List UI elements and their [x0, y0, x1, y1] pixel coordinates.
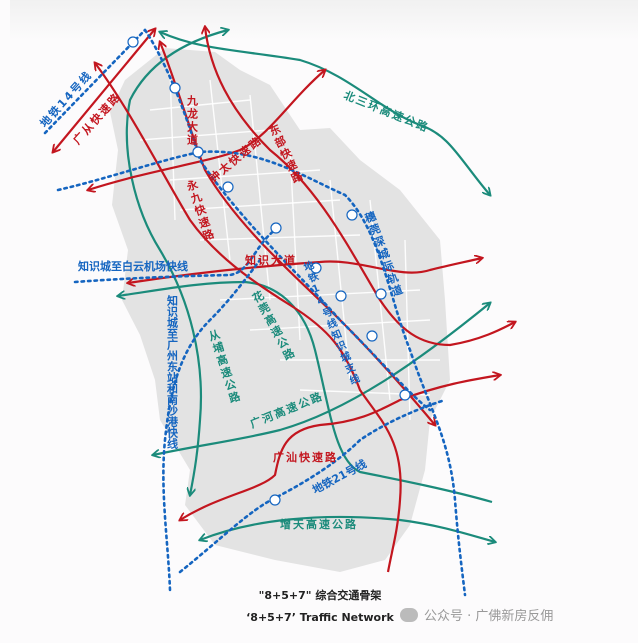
caption-title-cn: "8+5+7" 综合交通骨架: [258, 589, 382, 602]
label-guangshan: 广汕快速路: [273, 450, 338, 464]
watermark-text: 公众号 · 广佛新房反佣: [424, 609, 554, 624]
label-east-station-express: 知识城至广州东站和南沙港快线: [166, 294, 180, 450]
zhishi-avenue: [128, 258, 482, 283]
caption-title-en: ‘8+5+7’ Traffic Network: [246, 611, 394, 624]
east-station-express-rail: [162, 258, 262, 592]
metro-stations: [127, 36, 411, 506]
zhongtai-expressway: [88, 70, 325, 190]
label-jiulong: 九龙大道: [186, 94, 200, 147]
metro14-line: [43, 28, 147, 135]
map-caption: "8+5+7" 综合交通骨架 ‘8+5+7’ Traffic Network: [230, 585, 410, 629]
label-zengtian: 增天高速公路: [280, 517, 358, 531]
watermark: 公众号 · 广佛新房反佣: [400, 605, 553, 624]
wechat-icon: [400, 607, 418, 622]
label-zhishi-avenue: 知识大道: [244, 253, 297, 267]
airport-express-rail: [73, 228, 277, 284]
metro21-line: [178, 398, 447, 574]
label-beisanhuan: 北三环高速公路: [342, 88, 432, 135]
guanshen-intercity-rail: [56, 150, 467, 597]
guangshan-expressway: [180, 375, 500, 520]
land-area: [110, 48, 450, 572]
label-airport-express: 知识城至白云机场快线: [77, 259, 188, 273]
